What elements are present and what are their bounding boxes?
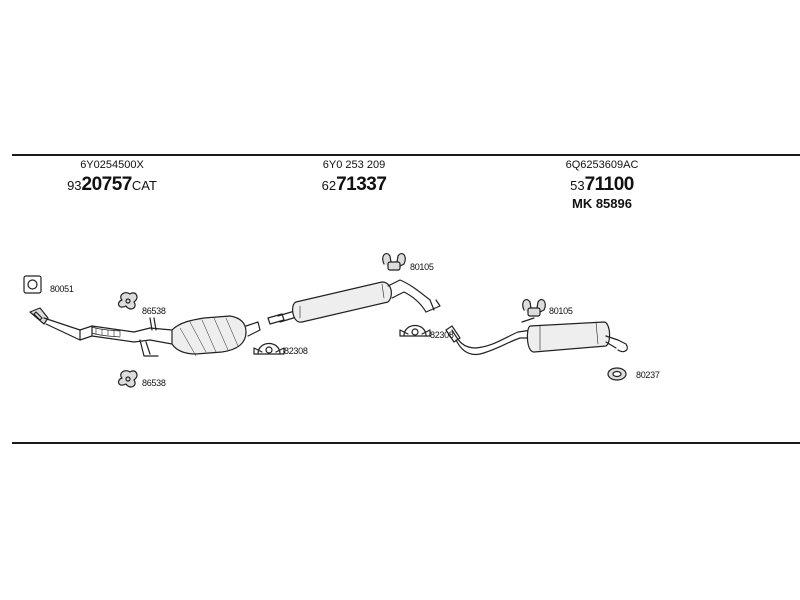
top-divider	[12, 154, 800, 156]
part-number: 9320757CAT	[67, 174, 157, 195]
part-label-hanger: 80105	[410, 262, 434, 272]
rubber-hanger-icon	[521, 298, 546, 323]
part-group-middle-silencer: 6Y0 253 209 6271337	[304, 159, 404, 195]
rear-pipe	[445, 325, 533, 356]
rubber-mount-icon	[117, 292, 138, 310]
part-number: 6271337	[321, 174, 387, 195]
part-label-clamp: 82308	[430, 330, 454, 340]
middle-silencer	[267, 279, 441, 325]
part-label-gasket: 80051	[50, 284, 74, 294]
clamp-icon	[399, 324, 431, 337]
part-label-mount: 86538	[142, 378, 166, 388]
front-pipe	[29, 307, 173, 357]
mounting-kit-number: MK 85896	[572, 196, 632, 211]
gasket-icon	[23, 275, 42, 294]
oe-number: 6Y0 253 209	[322, 159, 386, 171]
part-label-hanger: 80105	[549, 306, 573, 316]
oe-number: 6Q6253609AC	[565, 159, 639, 171]
clamp-icon	[253, 342, 285, 355]
part-number: 5371100	[570, 174, 634, 195]
part-group-catalyst: 6Y0254500X 9320757CAT	[62, 159, 162, 195]
rubber-mount-icon	[117, 370, 138, 388]
catalytic-converter	[171, 315, 261, 357]
rubber-ring-icon	[607, 367, 627, 381]
rubber-hanger-icon	[382, 252, 406, 271]
rear-silencer	[526, 321, 628, 353]
part-label-ring: 80237	[636, 370, 660, 380]
part-group-rear-silencer: 6Q6253609AC 5371100 MK 85896	[548, 159, 656, 211]
oe-number: 6Y0254500X	[80, 159, 144, 171]
part-label-mount: 86538	[142, 306, 166, 316]
bottom-divider	[12, 442, 800, 444]
part-label-clamp: 82308	[284, 346, 308, 356]
